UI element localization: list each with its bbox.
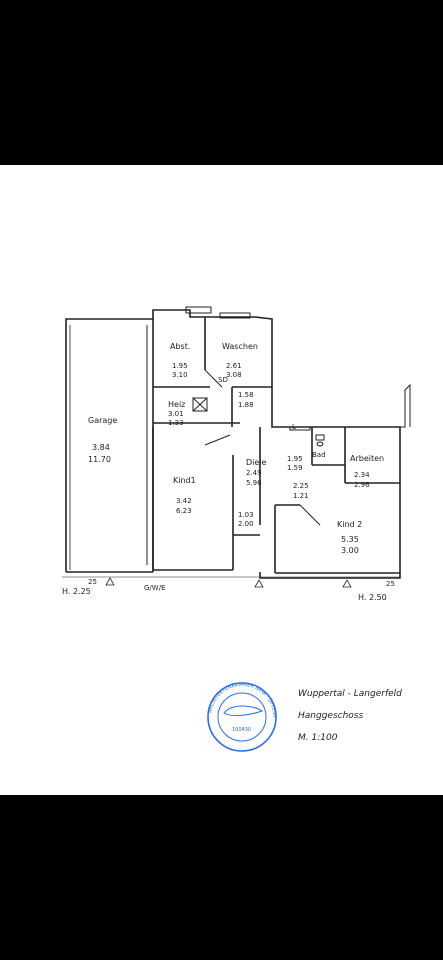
kind2-name: Kind 2 [337,520,362,529]
heiz-name: Heiz [168,400,185,409]
architect-stamp: ARCHITEKTENKAMMER NRW · ÖFFENTLICH BESTE… [0,165,277,752]
room-labels: Garage 3.84 11.70 Abst. 1.95 3.10 Wasche… [88,342,384,555]
kind1-dim2: 6.23 [176,507,192,515]
h-right-num: 25 [386,580,395,588]
floor-plan-drawing: Garage 3.84 11.70 Abst. 1.95 3.10 Wasche… [0,165,411,752]
small-room-dim1: 1.58 [238,391,254,399]
svg-text:ARCHITEKTENKAMMER NRW · ÖFFENT: ARCHITEKTENKAMMER NRW · ÖFFENTLICH BESTE… [0,165,277,719]
stamp-ring-text: ARCHITEKTENKAMMER NRW · ÖFFENTLICH BESTE… [0,165,277,719]
waschen-dim1: 2.61 [226,362,242,370]
waschen-dim2: 3.08 [226,371,242,379]
garage-name: Garage [88,416,117,425]
boiler-symbol [192,397,208,412]
diele-dim2: 5.96 [246,479,262,487]
small-room-dim2: 1.88 [238,401,254,409]
abst-dim1: 1.95 [172,362,188,370]
arbeiten-dim2: 2.96 [354,481,370,489]
bad-dim2: 1.59 [287,464,303,472]
title-location: Wuppertal - Langerfeld [298,689,402,699]
garage-dim1: 3.84 [92,443,110,452]
stamp-number: 100430 [232,727,251,733]
walls [65,309,411,579]
bad-name: Bad [312,451,326,459]
stamp-signature [223,705,264,717]
title-scale: M. 1:100 [298,733,338,743]
title-level: Hanggeschoss [298,711,364,721]
hall-dim1: 2.25 [293,482,309,490]
kind1-name: Kind1 [173,476,196,485]
entrance-label: G/W/E [144,584,166,592]
kind2-dim1: 5.35 [341,535,359,544]
kind1-dim1: 3.42 [176,497,192,505]
heiz-dim2: 1.33 [168,419,184,427]
h-right: H. 2.50 [358,593,387,602]
windows [185,306,311,431]
heiz-dim1: 3.01 [168,410,184,418]
level-triangle-mid [254,579,264,588]
abst-name: Abst. [170,342,190,351]
h-left: H. 2.25 [62,587,91,596]
flur-dim2: 2.00 [238,520,254,528]
flur-dim1: 1.03 [238,511,254,519]
waschen-name: Waschen [222,342,258,351]
level-triangle-left [105,577,115,586]
diele-name: Diele [246,458,267,467]
sd-label: SD [218,376,228,384]
corridor-mark: L [292,423,296,431]
floor-plan-sheet: Garage 3.84 11.70 Abst. 1.95 3.10 Wasche… [0,165,443,795]
hall-dim2: 1.21 [293,492,309,500]
abst-dim2: 3.10 [172,371,188,379]
garage-dim2: 11.70 [88,455,111,464]
h-left-num: 25 [88,578,97,586]
kind2-dim2: 3.00 [341,546,359,555]
diele-dim1: 2.49 [246,469,262,477]
level-triangle-right [342,579,352,588]
arbeiten-name: Arbeiten [350,454,384,463]
arbeiten-dim1: 2.34 [354,471,370,479]
toilet-symbol [315,434,325,447]
level-annotations: 25 H. 2.25 G/W/E 25 H. 2.50 [62,576,400,602]
bad-dim1: 1.95 [287,455,303,463]
